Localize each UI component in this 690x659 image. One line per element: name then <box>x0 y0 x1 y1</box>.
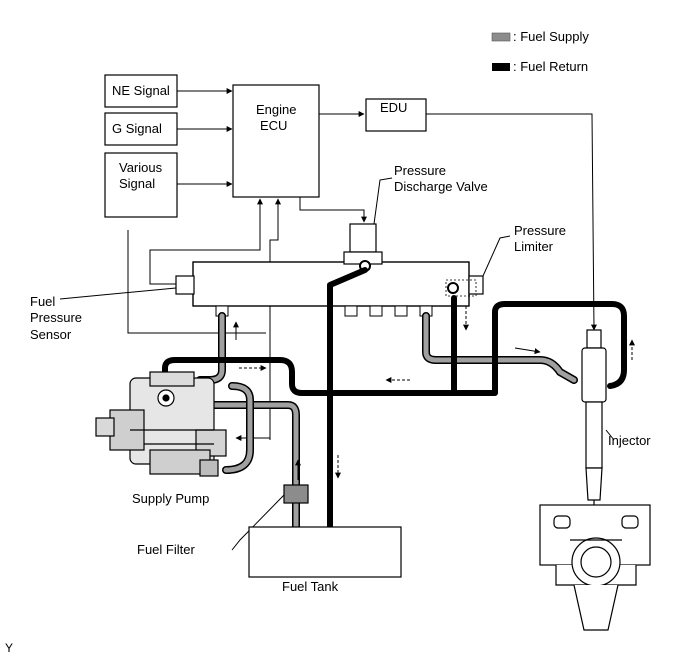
legend-return-label: : Fuel Return <box>513 59 588 74</box>
supply-pump-label: Supply Pump <box>132 491 209 506</box>
fuel-pressure-sensor-label-2: Pressure <box>30 310 82 325</box>
fuel-return-lines <box>162 267 627 573</box>
fuel-pressure-sensor-label-3: Sensor <box>30 327 72 342</box>
signal-inputs: NE Signal G Signal Various Signal <box>104 74 233 218</box>
pressure-discharge-valve <box>343 223 383 272</box>
fuel-tank <box>248 526 402 578</box>
g-signal-box <box>104 112 178 146</box>
pressure-limiter-label-2: Limiter <box>514 239 554 254</box>
legend-return-swatch <box>492 63 510 71</box>
pressure-limiter <box>445 279 477 297</box>
fuel-tank-label: Fuel Tank <box>282 579 339 594</box>
legend: : Fuel Supply : Fuel Return <box>491 29 589 74</box>
ne-signal-box <box>104 74 178 108</box>
engine-ecu-label-2: ECU <box>260 118 287 133</box>
engine-cylinder <box>539 504 651 631</box>
flow-arrows <box>233 306 635 480</box>
various-signal-label-2: Signal <box>119 176 155 191</box>
fuel-filter <box>283 484 309 504</box>
pressure-limiter-label-1: Pressure <box>514 223 566 238</box>
various-signal-box <box>104 152 178 218</box>
ne-signal-label: NE Signal <box>112 83 170 98</box>
engine-ecu-box <box>232 84 320 198</box>
injector-label: Injector <box>608 433 651 448</box>
g-signal-label: G Signal <box>112 121 162 136</box>
fuel-pressure-sensor-label-1: Fuel <box>30 294 55 309</box>
legend-supply-swatch <box>491 32 511 42</box>
injector <box>581 329 607 512</box>
legend-supply-label: : Fuel Supply <box>513 29 589 44</box>
fuel-filter-label: Fuel Filter <box>137 542 195 557</box>
edu-label: EDU <box>380 100 407 115</box>
edu-box <box>365 98 427 132</box>
corner-mark: Y <box>5 641 13 655</box>
supply-pump <box>95 371 227 477</box>
various-signal-label-1: Various <box>119 160 163 175</box>
pressure-discharge-valve-label-2: Discharge Valve <box>394 179 488 194</box>
engine-ecu-label-1: Engine <box>256 102 296 117</box>
pressure-discharge-valve-label-1: Pressure <box>394 163 446 178</box>
